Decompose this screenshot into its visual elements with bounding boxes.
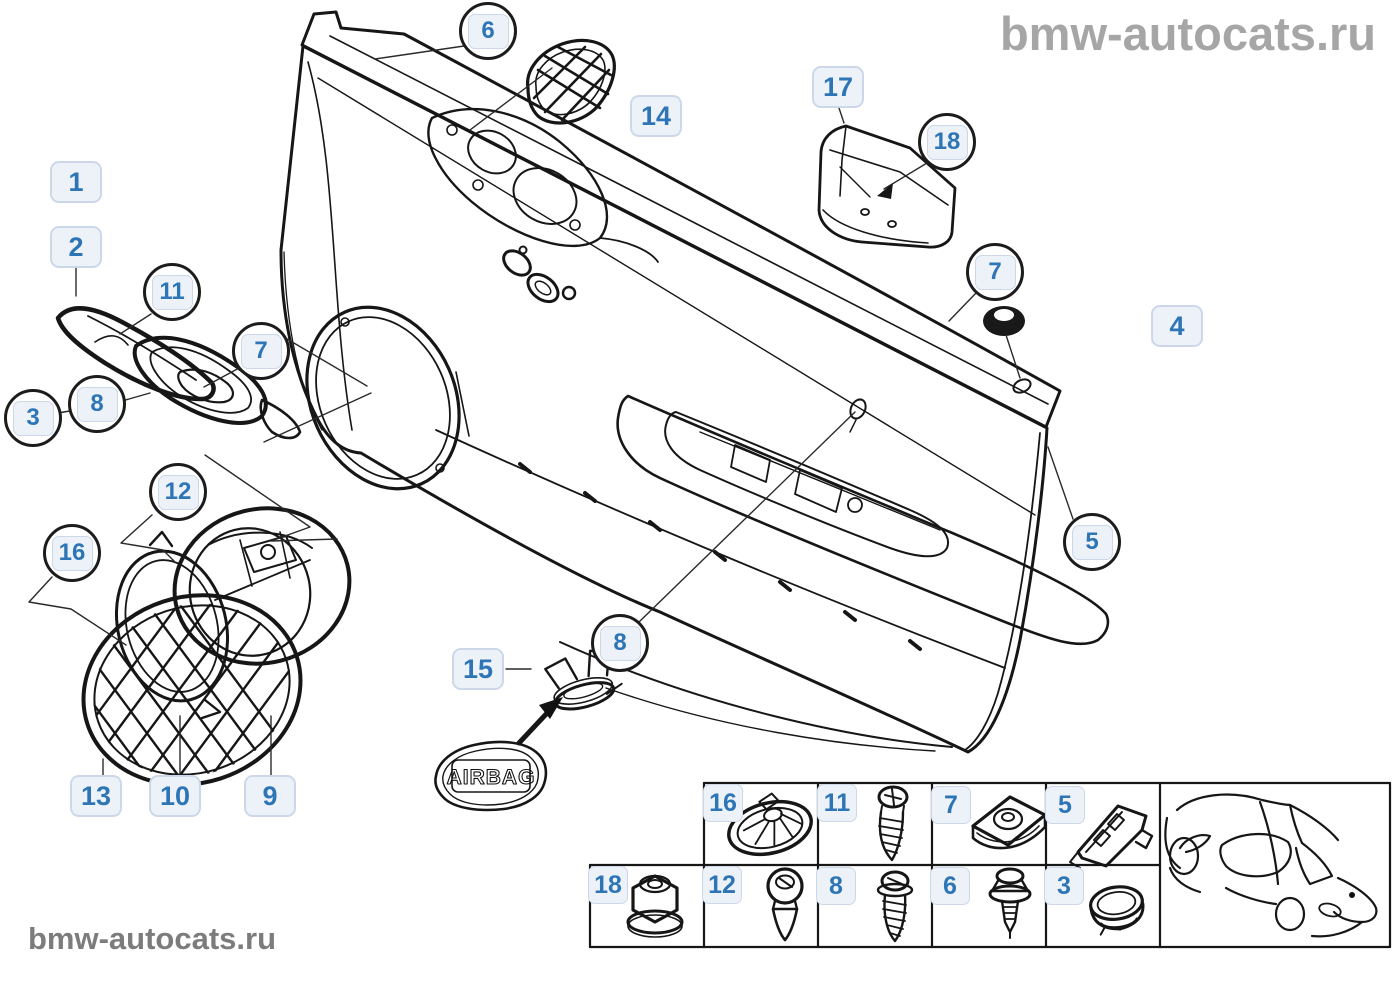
part-label-3[interactable]: 3	[4, 389, 62, 447]
watermark-bottom-left: bmw-autocats.ru	[28, 921, 277, 956]
part-label-7-left-number: 7	[240, 333, 282, 369]
part-label-7-left[interactable]: 7	[232, 322, 290, 380]
part-label-4[interactable]: 4	[1151, 305, 1203, 347]
fastener-table-grid	[588, 781, 1392, 949]
part-label-12[interactable]: 12	[149, 463, 207, 521]
loose-clip-parts	[502, 245, 577, 304]
bracket-clip-icon	[1069, 804, 1154, 869]
part-label-13[interactable]: 13	[70, 775, 122, 817]
leader-lines	[28, 45, 1074, 777]
grommet-plug-part	[983, 306, 1025, 336]
window-sill-strip	[300, 10, 1062, 429]
arrow-icon	[516, 697, 563, 746]
speaker-ring	[114, 530, 230, 720]
table-label-11[interactable]: 11	[817, 784, 857, 822]
table-label-8[interactable]: 8	[816, 867, 856, 905]
clip-nut-icon	[971, 795, 1047, 850]
table-label-12[interactable]: 12	[702, 866, 742, 904]
part-label-9[interactable]: 9	[244, 775, 296, 817]
speaker-grille	[70, 578, 314, 802]
armrest	[616, 394, 1110, 646]
part-label-8-center-number: 8	[599, 625, 641, 661]
table-label-18[interactable]: 18	[588, 866, 628, 904]
part-label-1[interactable]: 1	[50, 161, 102, 203]
table-label-16[interactable]: 16	[703, 784, 743, 822]
door-speaker-opening	[305, 305, 461, 491]
part-label-15[interactable]: 15	[452, 648, 504, 690]
part-label-10[interactable]: 10	[149, 775, 201, 817]
speaker-housing	[172, 506, 352, 666]
part-label-18[interactable]: 18	[918, 113, 976, 171]
part-label-6-number: 6	[467, 13, 509, 49]
pan-head-screw-icon	[876, 870, 914, 943]
part-label-12-number: 12	[157, 474, 199, 510]
table-label-5[interactable]: 5	[1045, 786, 1085, 824]
washer-grommet-icon	[727, 792, 813, 857]
part-label-8-left[interactable]: 8	[68, 375, 126, 433]
part-label-6[interactable]: 6	[459, 2, 517, 60]
door-panel	[279, 44, 1110, 754]
part-label-7-right-number: 7	[974, 254, 1016, 290]
part-label-5-number: 5	[1071, 524, 1113, 560]
part-label-11-number: 11	[151, 274, 193, 310]
expansion-rivet-icon	[766, 867, 804, 942]
part-label-16-number: 16	[51, 535, 93, 571]
grommet-hole	[1012, 378, 1032, 394]
part-label-3-number: 3	[12, 400, 54, 436]
interior-handle-parts	[55, 305, 302, 440]
part-label-14[interactable]: 14	[630, 95, 682, 137]
part-label-5[interactable]: 5	[1063, 513, 1121, 571]
handle-cup-cutout	[427, 107, 659, 263]
part-label-2[interactable]: 2	[50, 226, 102, 268]
flange-nut-icon	[626, 874, 684, 938]
part-label-18-number: 18	[926, 124, 968, 160]
airbag-emblem: AIRBAG	[434, 697, 563, 812]
car-outline-thumbnail	[1164, 793, 1378, 938]
part-label-17[interactable]: 17	[812, 66, 864, 108]
trim-cover-part	[526, 38, 616, 125]
table-label-6[interactable]: 6	[930, 867, 970, 905]
part-label-8-left-number: 8	[76, 386, 118, 422]
part-label-8-center[interactable]: 8	[591, 614, 649, 672]
clip-slot-marks	[518, 462, 922, 651]
part-label-7-right[interactable]: 7	[966, 243, 1024, 301]
watermark-top-right: bmw-autocats.ru	[999, 7, 1376, 60]
round-head-screw-icon	[877, 785, 909, 862]
table-label-7[interactable]: 7	[931, 786, 971, 824]
airbag-text: AIRBAG	[447, 766, 536, 789]
part-label-11[interactable]: 11	[143, 263, 201, 321]
pull-pocket-part	[817, 124, 957, 249]
part-label-16[interactable]: 16	[43, 524, 101, 582]
cover-cap-icon	[1089, 885, 1145, 936]
push-rivet-icon	[988, 867, 1032, 939]
table-label-3[interactable]: 3	[1044, 867, 1084, 905]
